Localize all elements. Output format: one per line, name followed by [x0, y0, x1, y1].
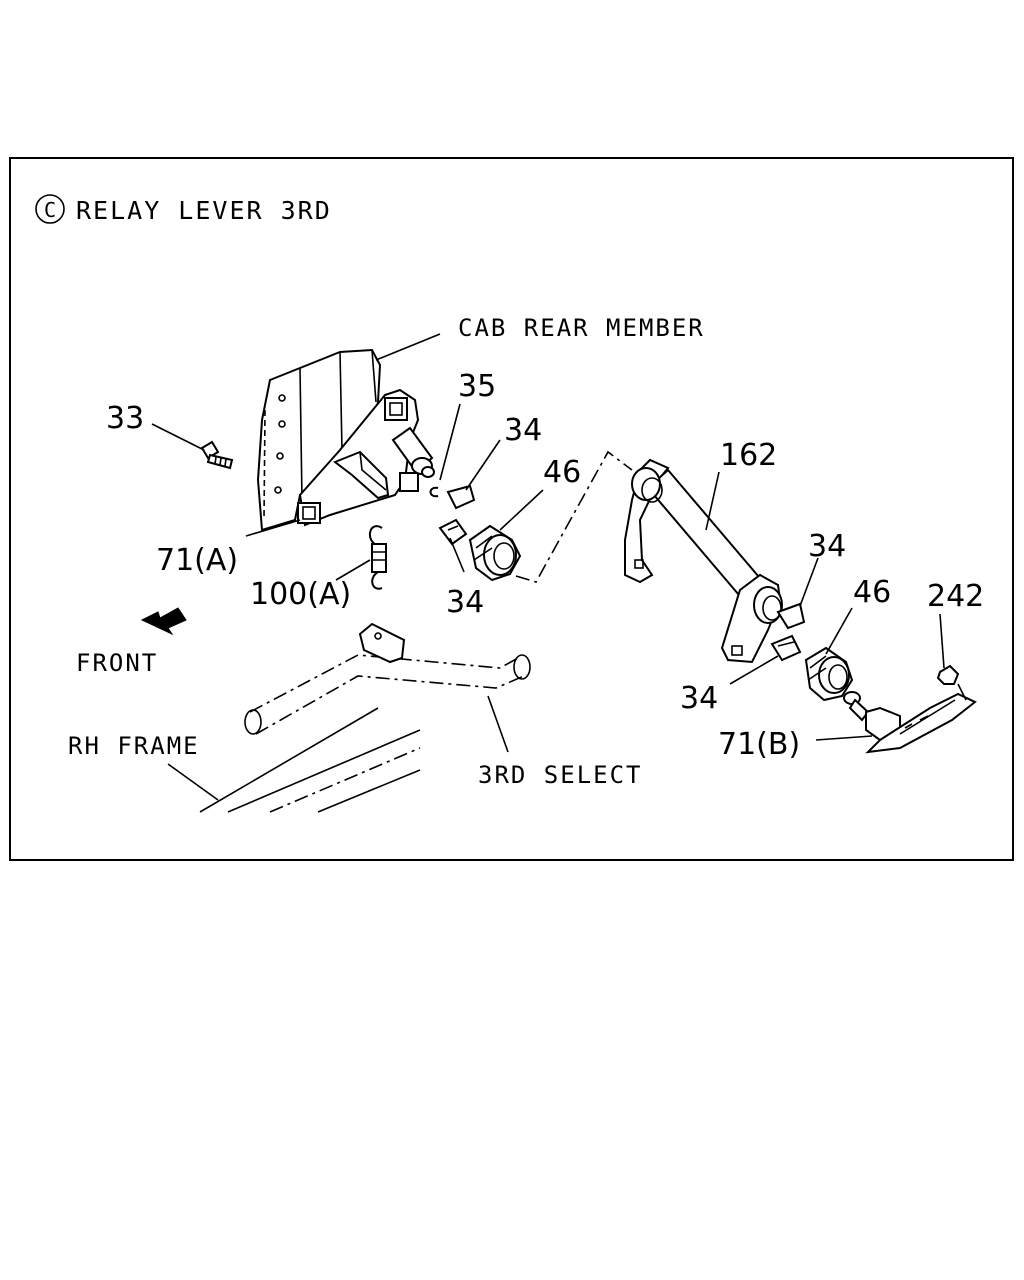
- bushing-34-a: [446, 484, 476, 510]
- bolt-33: [200, 440, 234, 470]
- snap-ring-35: [429, 486, 439, 498]
- diagram-title: C RELAY LEVER 3RD: [35, 194, 332, 225]
- rh-frame: [199, 707, 421, 813]
- boot-46-b: [804, 646, 854, 702]
- leader-lines: [151, 333, 967, 801]
- diagram-frame: [9, 157, 1014, 861]
- callout-71b: 71(B): [718, 727, 800, 762]
- label-front: FRONT: [76, 649, 158, 677]
- callout-162: 162: [720, 438, 777, 473]
- callout-242: 242: [927, 579, 984, 614]
- third-select-rod: [244, 622, 531, 735]
- front-direction-arrow-icon: [140, 607, 187, 636]
- callout-35: 35: [458, 369, 496, 404]
- callout-34-d: 34: [680, 681, 718, 716]
- bushing-34-d: [770, 634, 802, 662]
- label-cab-rear-member: CAB REAR MEMBER: [458, 314, 705, 342]
- callout-34-b: 34: [446, 585, 484, 620]
- callout-46-a: 46: [543, 455, 581, 490]
- callout-33: 33: [106, 401, 144, 436]
- centerline: [515, 450, 633, 583]
- callout-34-a: 34: [504, 413, 542, 448]
- section-symbol-circle: [35, 194, 65, 224]
- lever-71b: [843, 691, 977, 754]
- bushing-34-c: [776, 602, 806, 630]
- title-text: RELAY LEVER 3RD: [76, 196, 332, 225]
- relay-shaft-162: [624, 458, 783, 664]
- boot-46-a: [468, 524, 522, 582]
- cab-rear-member-bracket: [256, 348, 435, 532]
- nut-242: [936, 664, 960, 685]
- label-third-select: 3RD SELECT: [478, 761, 643, 789]
- callout-34-c: 34: [808, 529, 846, 564]
- callout-71a: 71(A): [156, 543, 238, 578]
- section-symbol: C: [44, 198, 56, 222]
- callout-46-b: 46: [853, 575, 891, 610]
- callout-100a: 100(A): [250, 577, 351, 612]
- spring-100a: [368, 525, 387, 590]
- bushing-34-b: [438, 518, 468, 546]
- label-rh-frame: RH FRAME: [68, 732, 200, 760]
